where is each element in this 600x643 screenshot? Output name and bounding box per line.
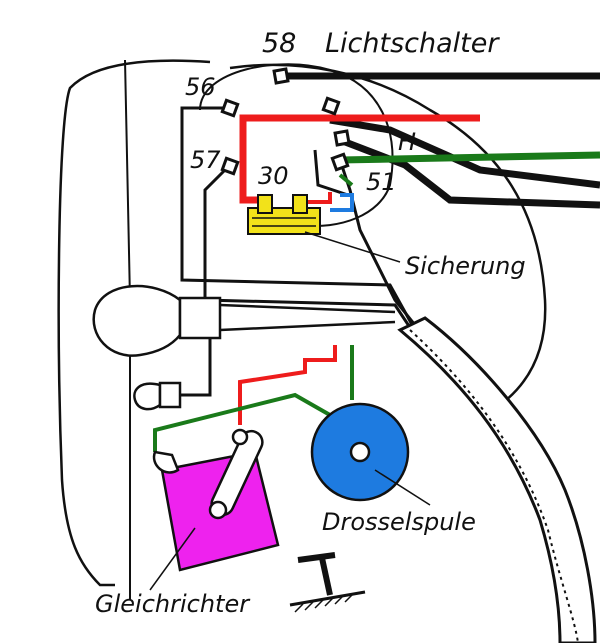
label-gleichrichter: Gleichrichter [95,590,251,618]
label-56: 56 [185,73,216,101]
parking-bulb [133,381,182,411]
switch-terminals [220,67,351,176]
label-30: 30 [258,162,289,190]
leader-lines [149,231,431,591]
rectifier [152,428,280,572]
ground-symbol [289,552,366,613]
cable-harness [397,316,597,643]
headlamp-inner-edge [124,59,131,600]
fuse-block [247,194,321,235]
blue-jumper [330,193,354,212]
cable-harness-weave [409,329,579,643]
label-58: 58 [262,28,296,59]
choke-coil [310,402,410,502]
label-sicherung: Sicherung [405,252,526,280]
label-drosselspule: Drosselspule [322,508,476,536]
green-wires [153,151,600,452]
label-lichtschalter: Lichtschalter [325,28,500,59]
main-bulb [92,284,396,357]
label-h: H [398,128,416,156]
label-51: 51 [366,168,397,196]
label-57: 57 [190,146,221,174]
red-wires [238,114,480,425]
